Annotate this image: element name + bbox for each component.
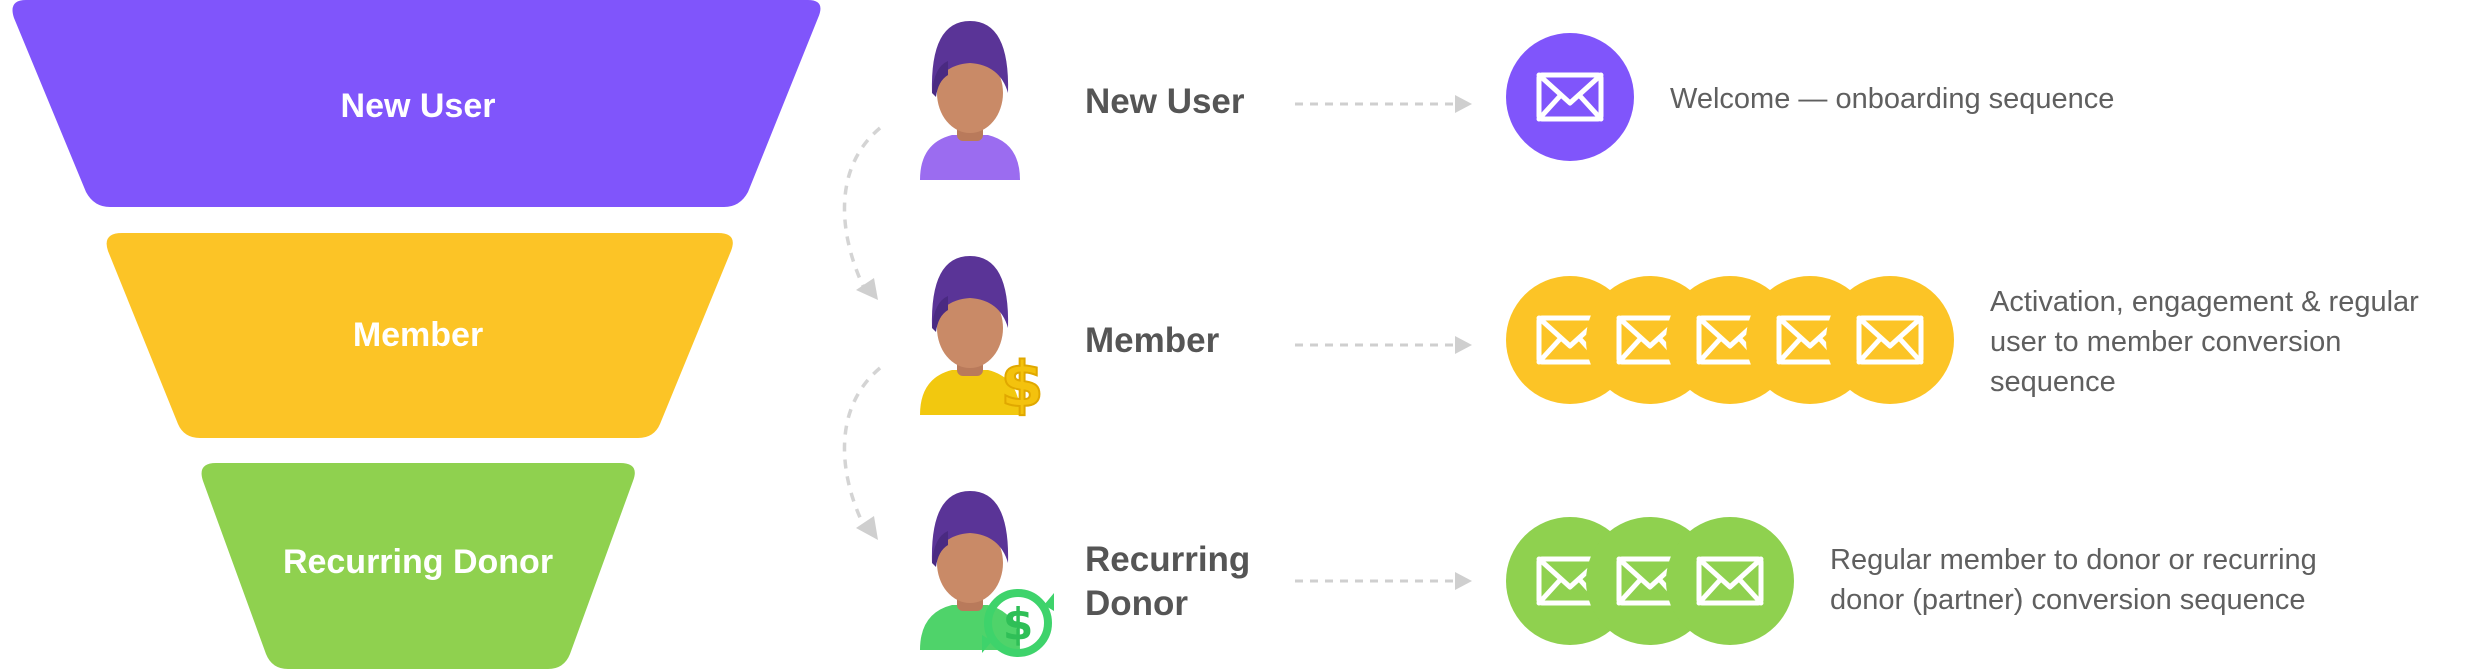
- recurring-dollar-icon: $: [982, 589, 1054, 657]
- description-new-user: Welcome — onboarding sequence: [1670, 83, 2114, 115]
- envelope-outline: [1536, 72, 1604, 122]
- email-stack-recurring-donor: [1506, 517, 1794, 645]
- funnel-label-member: Member: [353, 316, 483, 354]
- person-avatar-icon: $: [920, 491, 1054, 657]
- svg-text:$: $: [1000, 348, 1043, 421]
- envelope-flap: [1856, 315, 1924, 365]
- description-line: Welcome — onboarding sequence: [1670, 83, 2114, 115]
- arrowhead-right-icon: [1455, 95, 1472, 113]
- arrowhead-right-icon: [1455, 572, 1472, 590]
- funnel-label-recurring-donor: Recurring Donor: [283, 543, 553, 581]
- avatar-shirt: [920, 135, 1020, 180]
- envelope-flap: [1696, 556, 1764, 606]
- description-member: Activation, engagement & regular user to…: [1990, 286, 2427, 398]
- funnel: New User Member Recurring Donor: [12, 0, 821, 669]
- email-stack-member: [1506, 276, 1954, 404]
- description-line: Regular member to donor or recurring: [1830, 544, 2317, 576]
- envelope-flap: [1536, 72, 1604, 122]
- row-member: $ Member Activation, engagement & regula…: [920, 256, 2427, 422]
- arrowhead-down-icon: [856, 278, 878, 300]
- stage-connectors: [842, 126, 882, 540]
- description-line: donor (partner) conversion sequence: [1830, 584, 2306, 616]
- description-line: Activation, engagement & regular: [1990, 286, 2419, 318]
- envelope-outline: [1856, 315, 1924, 365]
- stage-name-member: Member: [1085, 321, 1220, 360]
- email-icon: [1666, 517, 1794, 645]
- email-circle: [1666, 517, 1794, 645]
- envelope-outline: [1696, 556, 1764, 606]
- person-avatar-icon: [920, 21, 1020, 180]
- arrowhead-down-icon: [856, 516, 878, 540]
- email-icon: [1506, 33, 1634, 161]
- email-circle: [1506, 33, 1634, 161]
- row-new-user: New User Welcome — onboarding sequence: [920, 21, 2114, 180]
- email-icon: [1826, 276, 1954, 404]
- dollar-icon: $: [999, 347, 1044, 422]
- funnel-segment-member: [106, 233, 733, 438]
- connector-newuser-to-member: [842, 126, 882, 293]
- stage-name-recurring-donor: Recurring Donor: [1085, 540, 1260, 623]
- description-line: sequence: [1990, 366, 2116, 398]
- stage-name-new-user: New User: [1085, 82, 1245, 121]
- funnel-label-new-user: New User: [341, 87, 496, 125]
- funnel-segment-recurring-donor: [201, 463, 635, 669]
- email-circle: [1826, 276, 1954, 404]
- svg-text:$: $: [1003, 599, 1034, 650]
- person-avatar-icon: $: [920, 256, 1045, 422]
- email-stack-new-user: [1506, 33, 1634, 161]
- funnel-stage-new-user: New User: [12, 0, 821, 207]
- funnel-segment-new-user: [12, 0, 821, 207]
- funnel-stage-recurring-donor: Recurring Donor: [201, 463, 635, 669]
- avatar-shirt: [920, 370, 1020, 415]
- funnel-stage-member: Member: [106, 233, 733, 438]
- row-recurring-donor: $ Recurring Donor Regular member to dono…: [920, 491, 2325, 657]
- arrowhead-right-icon: [1455, 336, 1472, 354]
- description-recurring-donor: Regular member to donor or recurring don…: [1830, 544, 2325, 616]
- connector-member-to-donor: [842, 366, 882, 531]
- description-line: user to member conversion: [1990, 326, 2341, 358]
